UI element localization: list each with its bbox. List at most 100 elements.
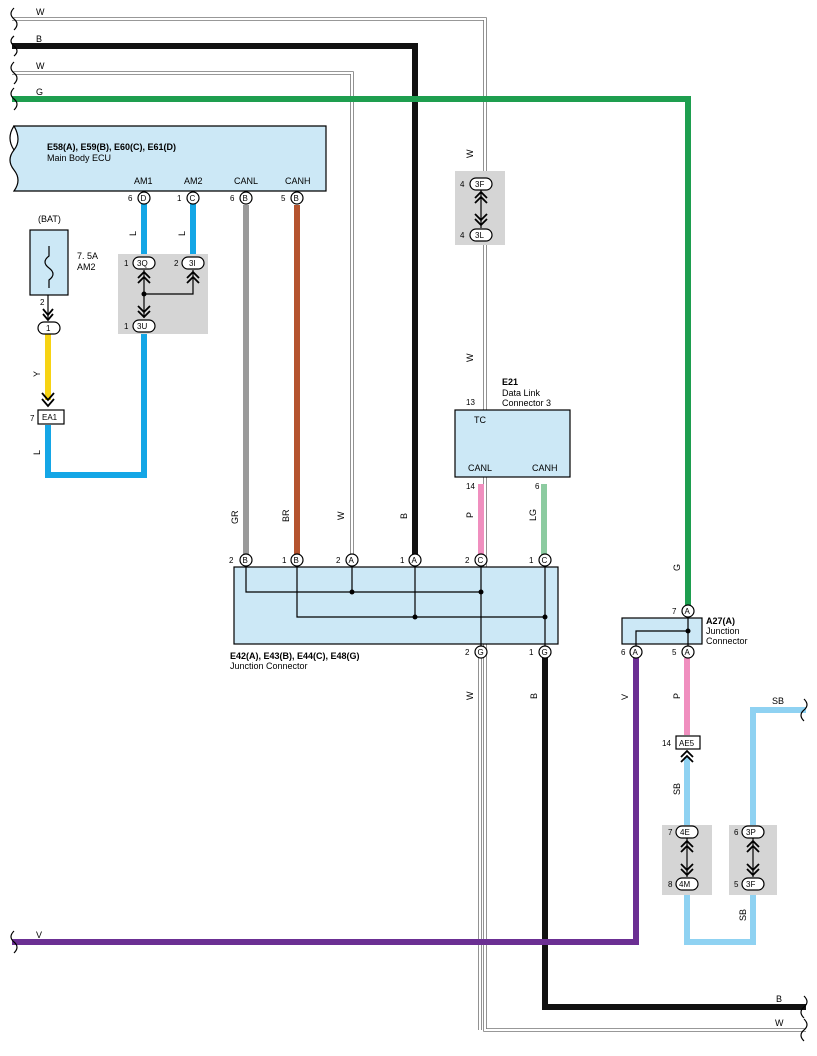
wl-w-top: W: [36, 7, 45, 17]
e21-canl: CANL: [468, 463, 492, 473]
svg-text:B: B: [294, 194, 299, 203]
svg-text:6: 6: [128, 194, 133, 203]
wl-br: BR: [281, 509, 291, 522]
wire-b-top: [12, 43, 418, 560]
wl-w-e21: W: [465, 353, 475, 362]
wire-g: [12, 96, 691, 610]
wl-l-am1: L: [128, 231, 138, 236]
wl-p-low: P: [672, 693, 682, 699]
conn-3l: 4 3L: [460, 228, 493, 242]
ae5-connector: 14 AE5: [662, 735, 701, 763]
svg-text:AM1: AM1: [134, 176, 153, 186]
fuse-pin: 2: [40, 298, 45, 307]
jc-pin-b2: 2 B: [229, 553, 253, 567]
svg-text:AM2: AM2: [184, 176, 203, 186]
svg-text:5: 5: [672, 648, 677, 657]
wl-w-mid: W: [336, 511, 346, 520]
svg-text:1: 1: [400, 556, 405, 565]
wl-v-low: V: [620, 694, 630, 700]
svg-text:2: 2: [229, 556, 234, 565]
svg-text:A: A: [685, 648, 691, 657]
ecu-terminal-am2: AM2 1 C: [177, 176, 203, 205]
svg-text:6: 6: [230, 194, 235, 203]
jc-pin-a2: 2 A: [336, 553, 359, 567]
fuse-name: AM2: [77, 262, 96, 272]
conn-3u: 1 3U: [124, 305, 156, 333]
fuse-rating: 7. 5A: [77, 251, 98, 261]
e21-tc: TC: [474, 415, 486, 425]
svg-text:A: A: [349, 556, 355, 565]
e21-canh: CANH: [532, 463, 558, 473]
e21-box: [454, 409, 571, 478]
a27-name1: Junction: [706, 626, 740, 636]
a27-pin-br: 5 A: [672, 645, 695, 659]
e21-name1: Data Link: [502, 388, 541, 398]
wl-l-am2: L: [177, 231, 187, 236]
wl-w-bottom: W: [775, 1018, 784, 1028]
wl-l-ea1: L: [32, 450, 42, 455]
svg-text:B: B: [294, 556, 299, 565]
e21-title: E21: [502, 377, 518, 387]
svg-text:G: G: [542, 648, 548, 657]
svg-text:4M: 4M: [679, 880, 690, 889]
wl-w-3f: W: [465, 149, 475, 158]
e21-tc-pin: 13: [466, 398, 475, 407]
svg-text:CANH: CANH: [285, 176, 311, 186]
ecu-terminal-am1: AM1 6 D: [128, 176, 153, 205]
svg-text:4: 4: [460, 180, 465, 189]
wire-v: [12, 658, 639, 945]
jc-box: [233, 566, 559, 645]
wl-sb-low2: SB: [738, 909, 748, 921]
wl-sb-right: SB: [772, 696, 784, 706]
svg-text:6: 6: [734, 828, 739, 837]
svg-text:1: 1: [282, 556, 287, 565]
svg-text:5: 5: [734, 880, 739, 889]
jc-pin-a1: 1 A: [400, 553, 422, 567]
svg-text:2: 2: [174, 259, 179, 268]
conn-4m: 8 4M: [668, 877, 699, 891]
svg-text:AE5: AE5: [679, 739, 695, 748]
svg-text:3U: 3U: [137, 322, 147, 331]
conn-3f-top: 4 3F: [460, 177, 493, 228]
wl-w-top2: W: [36, 61, 45, 71]
conn-3q: 1 3Q: [124, 256, 156, 284]
svg-text:1: 1: [177, 194, 182, 203]
svg-text:A: A: [412, 556, 418, 565]
e21-canh-pin: 6: [535, 482, 540, 491]
svg-text:3P: 3P: [746, 828, 756, 837]
break-marks: [10, 7, 808, 1042]
fuse-conn: [37, 321, 61, 335]
svg-text:1: 1: [529, 648, 534, 657]
ecu-terminal-canl: CANL 6 B: [230, 176, 258, 205]
wl-sb-low: SB: [672, 783, 682, 795]
jc-pin-c2: 2 C: [465, 553, 488, 567]
svg-text:4: 4: [460, 231, 465, 240]
a27-pin-top: 7 A: [672, 604, 695, 618]
svg-text:3Q: 3Q: [137, 259, 148, 268]
e21-name2: Connector 3: [502, 398, 551, 408]
wire-b-bottom: [542, 657, 806, 1010]
jc-pin-g1: 1 G: [529, 645, 552, 659]
fuse-icon: [44, 246, 54, 288]
svg-text:8: 8: [668, 880, 673, 889]
fuse-source: (BAT): [38, 214, 61, 224]
svg-text:1: 1: [46, 324, 51, 333]
wl-b-low: B: [529, 693, 539, 699]
svg-text:6: 6: [621, 648, 626, 657]
svg-text:A: A: [633, 648, 639, 657]
conn-3f-bottom: 5 3F: [734, 877, 765, 891]
jc-pin-c1: 1 C: [529, 553, 552, 567]
a27-name2: Connector: [706, 636, 748, 646]
svg-text:7: 7: [668, 828, 673, 837]
svg-text:G: G: [478, 648, 484, 657]
wl-b-mid: B: [399, 513, 409, 519]
svg-text:C: C: [542, 556, 548, 565]
a27-pin-bl: 6 A: [621, 645, 643, 659]
wl-lg-mid: LG: [528, 509, 538, 521]
ea1-box: [37, 409, 65, 425]
svg-text:4E: 4E: [680, 828, 690, 837]
wl-b-top: B: [36, 34, 42, 44]
jc-name: Junction Connector: [230, 661, 308, 671]
svg-text:1: 1: [124, 322, 129, 331]
